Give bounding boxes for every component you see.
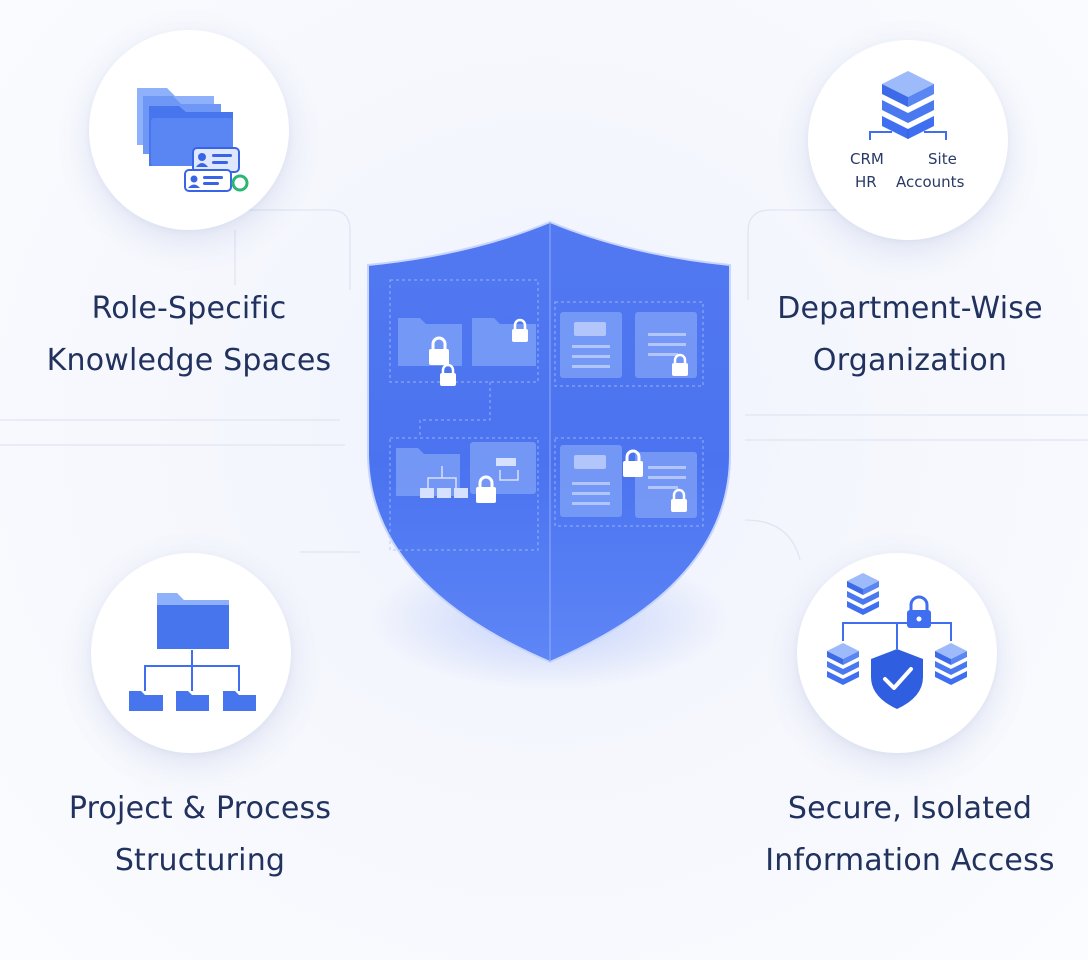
db-label-crm: CRM bbox=[850, 150, 884, 168]
folder-user-card-icon bbox=[137, 88, 249, 192]
secure-access-caption: Secure, Isolated Information Access bbox=[720, 783, 1088, 887]
shield-icon bbox=[367, 220, 731, 690]
project-process-feature-circle bbox=[91, 553, 291, 753]
project-process-caption: Project & Process Structuring bbox=[10, 783, 390, 887]
caption-line: Information Access bbox=[765, 843, 1055, 878]
db-label-hr: HR bbox=[855, 173, 877, 191]
database-stack-icon: CRM Site HR Accounts bbox=[850, 71, 965, 191]
caption-line: Structuring bbox=[114, 843, 286, 878]
caption-line: Secure, Isolated bbox=[787, 791, 1033, 826]
role-specific-feature-circle bbox=[89, 30, 289, 230]
department-wise-feature-circle: CRM Site HR Accounts bbox=[808, 40, 1008, 240]
department-wise-caption: Department-Wise Organization bbox=[720, 283, 1088, 387]
folder-tree-icon bbox=[129, 593, 256, 711]
role-specific-caption: Role-Specific Knowledge Spaces bbox=[0, 283, 379, 387]
caption-line: Department-Wise bbox=[777, 291, 1043, 326]
caption-line: Project & Process bbox=[68, 791, 332, 826]
caption-line: Organization bbox=[812, 343, 1008, 378]
secure-access-feature-circle bbox=[797, 553, 997, 753]
db-label-site: Site bbox=[928, 150, 957, 168]
db-label-accounts: Accounts bbox=[896, 173, 965, 191]
caption-line: Knowledge Spaces bbox=[46, 343, 332, 378]
secure-database-network-icon bbox=[827, 573, 967, 709]
caption-line: Role-Specific bbox=[91, 291, 287, 326]
